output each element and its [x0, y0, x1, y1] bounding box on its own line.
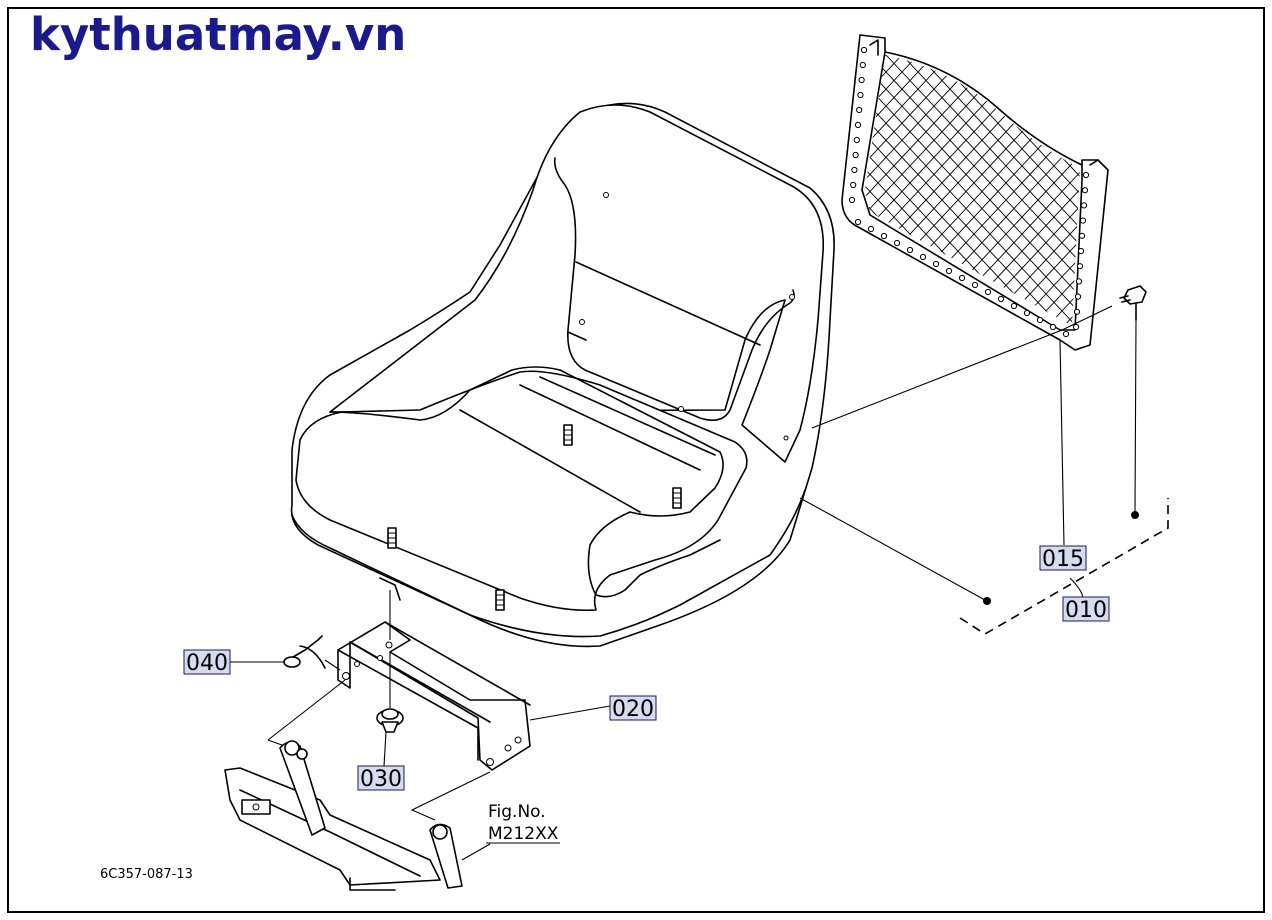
net-rivet	[852, 151, 859, 159]
net-rivet	[1072, 323, 1080, 331]
net-rivet	[859, 61, 866, 69]
net-rivet	[1073, 308, 1081, 315]
net-rivet	[893, 239, 901, 247]
net-rivet	[1075, 278, 1083, 285]
callout-030[interactable]: 030	[357, 765, 405, 792]
net-strand	[1079, 55, 1080, 326]
net-strand	[865, 55, 997, 326]
net-strand	[1208, 40, 1272, 360]
net-strand	[1031, 55, 1080, 326]
net-rivet	[997, 295, 1005, 303]
net-rivet	[857, 91, 864, 99]
drawing-code: 6C357-087-13	[100, 867, 193, 882]
net-strand	[1079, 55, 1080, 326]
net-rivet	[856, 106, 863, 114]
net-rivet	[854, 218, 862, 226]
clip-part	[283, 635, 341, 671]
net-rivet	[1036, 316, 1044, 324]
net-strand	[1208, 40, 1272, 360]
callout-040[interactable]: 040	[183, 649, 231, 676]
seat-stud	[563, 424, 573, 446]
net-rivet	[850, 181, 857, 189]
callout-020[interactable]: 020	[609, 695, 657, 722]
net-rivet	[1080, 202, 1088, 209]
net-rivet	[858, 76, 865, 84]
screw-part	[1119, 285, 1147, 519]
net-strand	[1176, 40, 1272, 360]
net-strand	[999, 55, 1080, 326]
net-strand	[1144, 40, 1272, 360]
svg-text:040: 040	[186, 651, 228, 676]
seat-stud	[495, 589, 505, 611]
net-strand	[1240, 40, 1272, 360]
net-strand	[1128, 40, 1272, 360]
net-rivet	[1049, 323, 1057, 331]
net-strand	[865, 55, 949, 326]
svg-text:020: 020	[612, 697, 654, 722]
net-strand	[865, 55, 981, 326]
net-rivet	[1076, 263, 1084, 270]
net-strand	[1160, 40, 1272, 360]
net-rivet	[860, 46, 868, 54]
svg-text:010: 010	[1065, 598, 1107, 623]
fig-number[interactable]: M212XX	[488, 824, 559, 844]
callout-010[interactable]: 010	[1062, 596, 1110, 623]
mounting-frame	[224, 679, 491, 891]
knob-part	[376, 652, 404, 733]
seat-drawing	[290, 102, 835, 648]
net-strand	[1240, 40, 1272, 360]
net-strand	[1144, 40, 1272, 360]
net-strand	[1192, 40, 1272, 360]
diagram-frame	[7, 7, 1265, 913]
bracket-drawing	[337, 590, 531, 771]
net-rivet	[945, 267, 953, 275]
net-rivet	[880, 232, 888, 240]
net-rivet	[1074, 293, 1082, 300]
net-rivet	[919, 253, 927, 261]
net-strand	[865, 55, 1080, 326]
net-strand	[1160, 40, 1272, 360]
net-rivet	[851, 166, 858, 174]
net-rivet	[854, 121, 862, 129]
net-rivet	[1082, 171, 1090, 179]
brand-logo: kythuatmay.vn	[30, 8, 406, 61]
seat-stud	[672, 487, 682, 509]
net-strand	[1015, 55, 1080, 326]
net-strand	[1192, 40, 1272, 360]
net-rivet	[1079, 217, 1087, 224]
svg-text:030: 030	[360, 767, 402, 792]
net-rivet	[1010, 302, 1018, 310]
net-rivet	[1062, 330, 1070, 338]
fig-label: Fig.No.	[488, 802, 546, 822]
net-rivet	[906, 246, 914, 254]
net-strand	[865, 55, 1013, 326]
callout-015[interactable]: 015	[1039, 545, 1087, 572]
seat-stud	[387, 527, 397, 549]
net-rivet	[1081, 187, 1089, 194]
net-rivet	[958, 274, 966, 282]
svg-text:015: 015	[1042, 547, 1084, 572]
net-rivet	[1078, 232, 1086, 239]
net-rivet	[867, 225, 875, 233]
net-strand	[1096, 40, 1272, 360]
net-strand	[1128, 40, 1272, 360]
net-rivet	[984, 288, 992, 296]
net-strand	[865, 55, 965, 326]
net-rivet	[853, 136, 860, 144]
net-rivet	[1023, 309, 1031, 317]
net-strand	[1096, 40, 1272, 360]
net-strand	[1176, 40, 1272, 360]
net-strand	[1031, 55, 1080, 326]
net-strand	[865, 55, 933, 326]
net-rivet	[1077, 247, 1085, 255]
net-rivets	[848, 46, 1090, 338]
net-rivet	[971, 281, 979, 289]
net-rivet	[932, 260, 940, 268]
net-rivet	[848, 196, 856, 204]
